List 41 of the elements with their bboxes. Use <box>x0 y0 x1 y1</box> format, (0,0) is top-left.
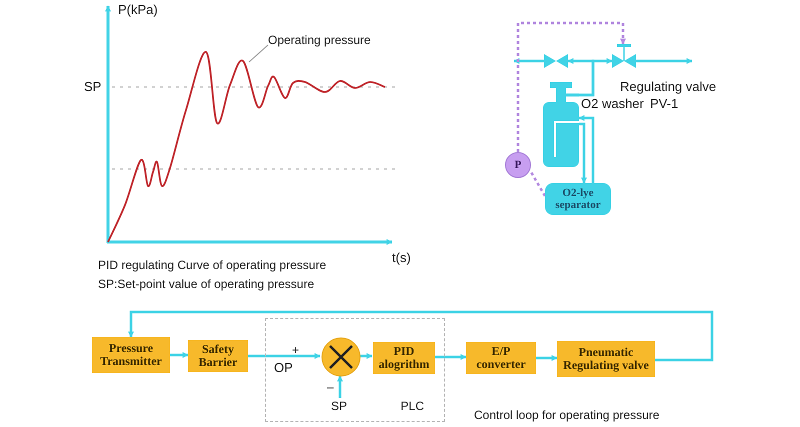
signal-label: SP <box>331 399 351 413</box>
summing-junction <box>321 337 361 377</box>
sign-label: – <box>327 380 334 394</box>
arrow <box>578 115 594 183</box>
valve-label: Regulating valve <box>620 80 716 94</box>
arrow <box>360 353 373 359</box>
axis-label: t(s) <box>392 251 411 265</box>
block: E/P converter <box>466 342 536 374</box>
vessel-label: O2 washer <box>581 97 644 111</box>
edge-label: OP <box>274 361 293 375</box>
arrow <box>636 58 693 64</box>
separator-tank: O2-lye separator <box>545 183 611 215</box>
arrow <box>434 354 467 360</box>
callout-text: Operating pressure <box>268 33 380 48</box>
washer-vessel <box>543 82 579 167</box>
block: Pressure Transmitter <box>92 337 170 373</box>
arrow <box>170 352 189 358</box>
axis-tick-label: SP <box>84 80 102 94</box>
group-title: PLC <box>400 399 424 413</box>
leader-line <box>248 44 268 62</box>
caption: SP:Set-point value of operating pressure <box>98 277 314 291</box>
block: Pneumatic Regulating valve <box>557 341 655 377</box>
valve-symbol <box>544 54 568 68</box>
arrow <box>516 22 626 152</box>
arrow <box>248 353 321 359</box>
tag-label: PV-1 <box>650 97 678 111</box>
pressure-curve <box>108 48 388 244</box>
sign-label: + <box>292 343 300 357</box>
arrow <box>337 375 343 398</box>
arrow <box>536 355 558 361</box>
arrow <box>579 58 613 96</box>
instrument-circle: P <box>505 152 531 178</box>
block: PID alogrithm <box>373 342 435 374</box>
block: Safety Barrier <box>188 340 248 372</box>
caption: Control loop for operating pressure <box>474 408 660 422</box>
caption: PID regulating Curve of operating pressure <box>98 258 326 272</box>
arrow <box>579 122 587 184</box>
dashed-group-box <box>265 318 445 422</box>
arrow <box>513 58 544 64</box>
arrow <box>128 310 714 362</box>
axis-label: P(kPa) <box>118 3 158 17</box>
